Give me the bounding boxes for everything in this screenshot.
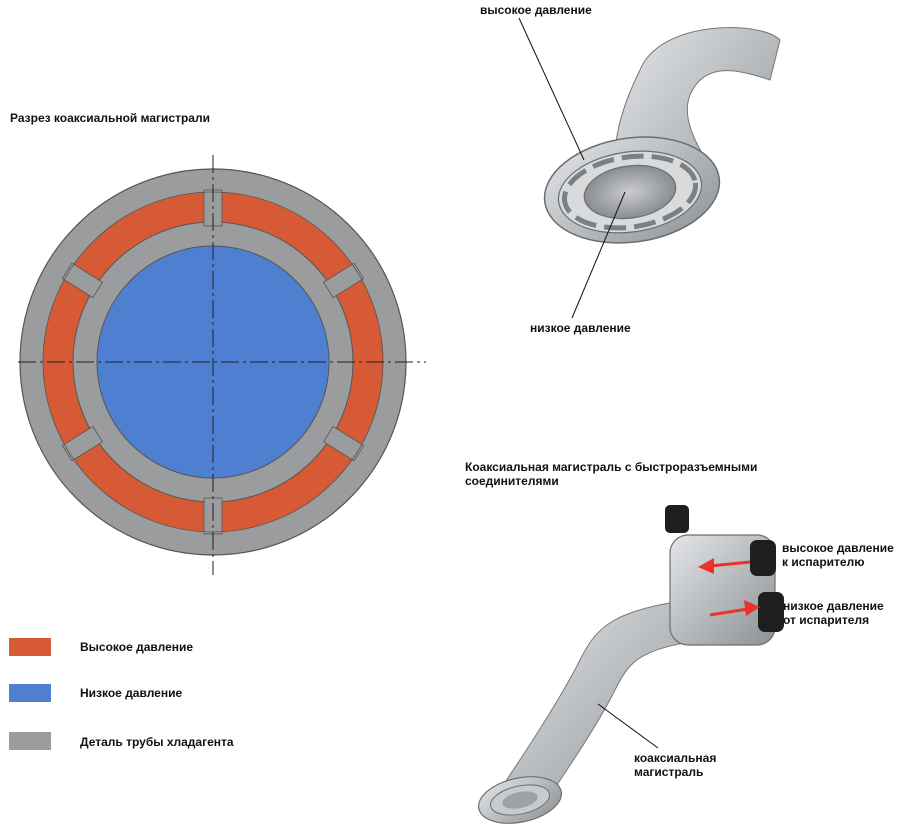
- label-high-to-evaporator-1: высокое давление: [782, 541, 894, 555]
- photo-coaxial-pipe-end: [543, 27, 781, 244]
- photo-coaxial-line-connectors: [478, 505, 784, 824]
- legend-label-low: Низкое давление: [80, 686, 183, 700]
- label-low-from-evaporator-1: низкое давление: [783, 599, 884, 613]
- label-coaxial-line-2: магистраль: [634, 765, 704, 779]
- label-high-to-evaporator-2: к испарителю: [782, 555, 865, 569]
- label-low-from-evaporator-2: от испарителя: [783, 613, 870, 627]
- arrow-to-evaporator: [709, 560, 751, 568]
- label-high-pressure-1: высокое давление: [480, 3, 592, 17]
- legend-swatch-low: [9, 684, 51, 702]
- section-title: Разрез коаксиальной магистрали: [10, 111, 210, 125]
- label-coaxial-line-1: коаксиальная: [634, 751, 717, 765]
- legend-swatch-high: [9, 638, 51, 656]
- label-low-pressure-1: низкое давление: [530, 321, 631, 335]
- legend-swatch-pipe: [9, 732, 51, 750]
- photo2-title-line1: Коаксиальная магистраль с быстроразъемны…: [465, 460, 758, 474]
- legend-label-high: Высокое давление: [80, 640, 194, 654]
- legend-label-pipe: Деталь трубы хладагента: [80, 735, 234, 749]
- photo2-title-line2: соединителями: [465, 474, 559, 488]
- arrow-from-evaporator: [709, 607, 749, 617]
